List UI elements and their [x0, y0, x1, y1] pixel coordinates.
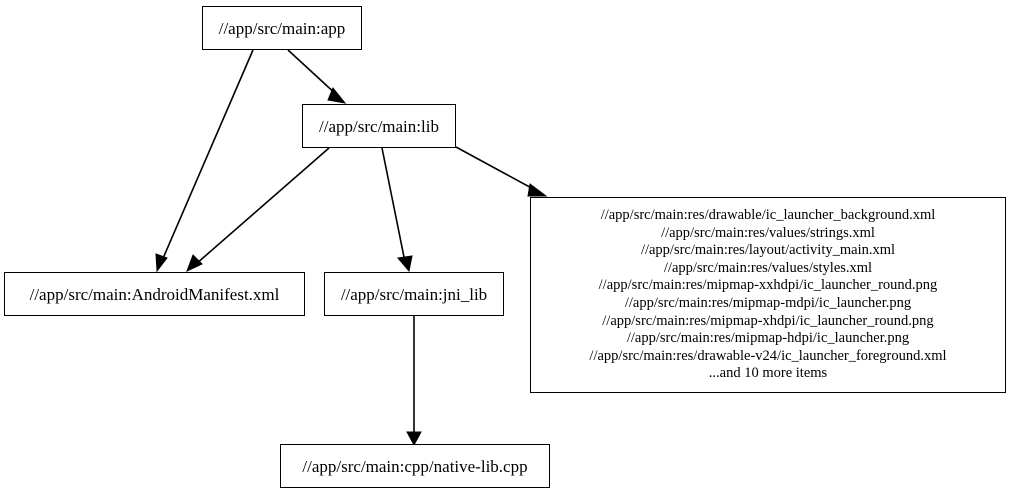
node-res-files-label: //app/src/main:res/drawable/ic_launcher_…: [589, 207, 947, 382]
node-native-lib-cpp[interactable]: //app/src/main:cpp/native-lib.cpp: [280, 444, 550, 488]
node-lib[interactable]: //app/src/main:lib: [302, 104, 456, 148]
node-lib-label: //app/src/main:lib: [319, 116, 439, 136]
node-jni-lib[interactable]: //app/src/main:jni_lib: [324, 272, 504, 316]
edge-app-to-manifest: [155, 49, 254, 273]
edge-app-to-lib: [287, 49, 347, 104]
edge-lib-to-jni-lib: [381, 147, 413, 273]
node-app-label: //app/src/main:app: [218, 18, 346, 38]
node-android-manifest-label: //app/src/main:AndroidManifest.xml: [29, 284, 280, 304]
node-native-lib-cpp-label: //app/src/main:cpp/native-lib.cpp: [302, 456, 528, 476]
node-res-files[interactable]: //app/src/main:res/drawable/ic_launcher_…: [530, 197, 1006, 393]
node-android-manifest[interactable]: //app/src/main:AndroidManifest.xml: [4, 272, 305, 316]
edge-lib-to-manifest: [186, 147, 330, 272]
edge-jni-lib-to-native-lib: [406, 316, 422, 447]
edge-lib-to-res: [455, 146, 548, 197]
node-jni-lib-label: //app/src/main:jni_lib: [340, 284, 488, 304]
node-app[interactable]: //app/src/main:app: [202, 6, 362, 50]
